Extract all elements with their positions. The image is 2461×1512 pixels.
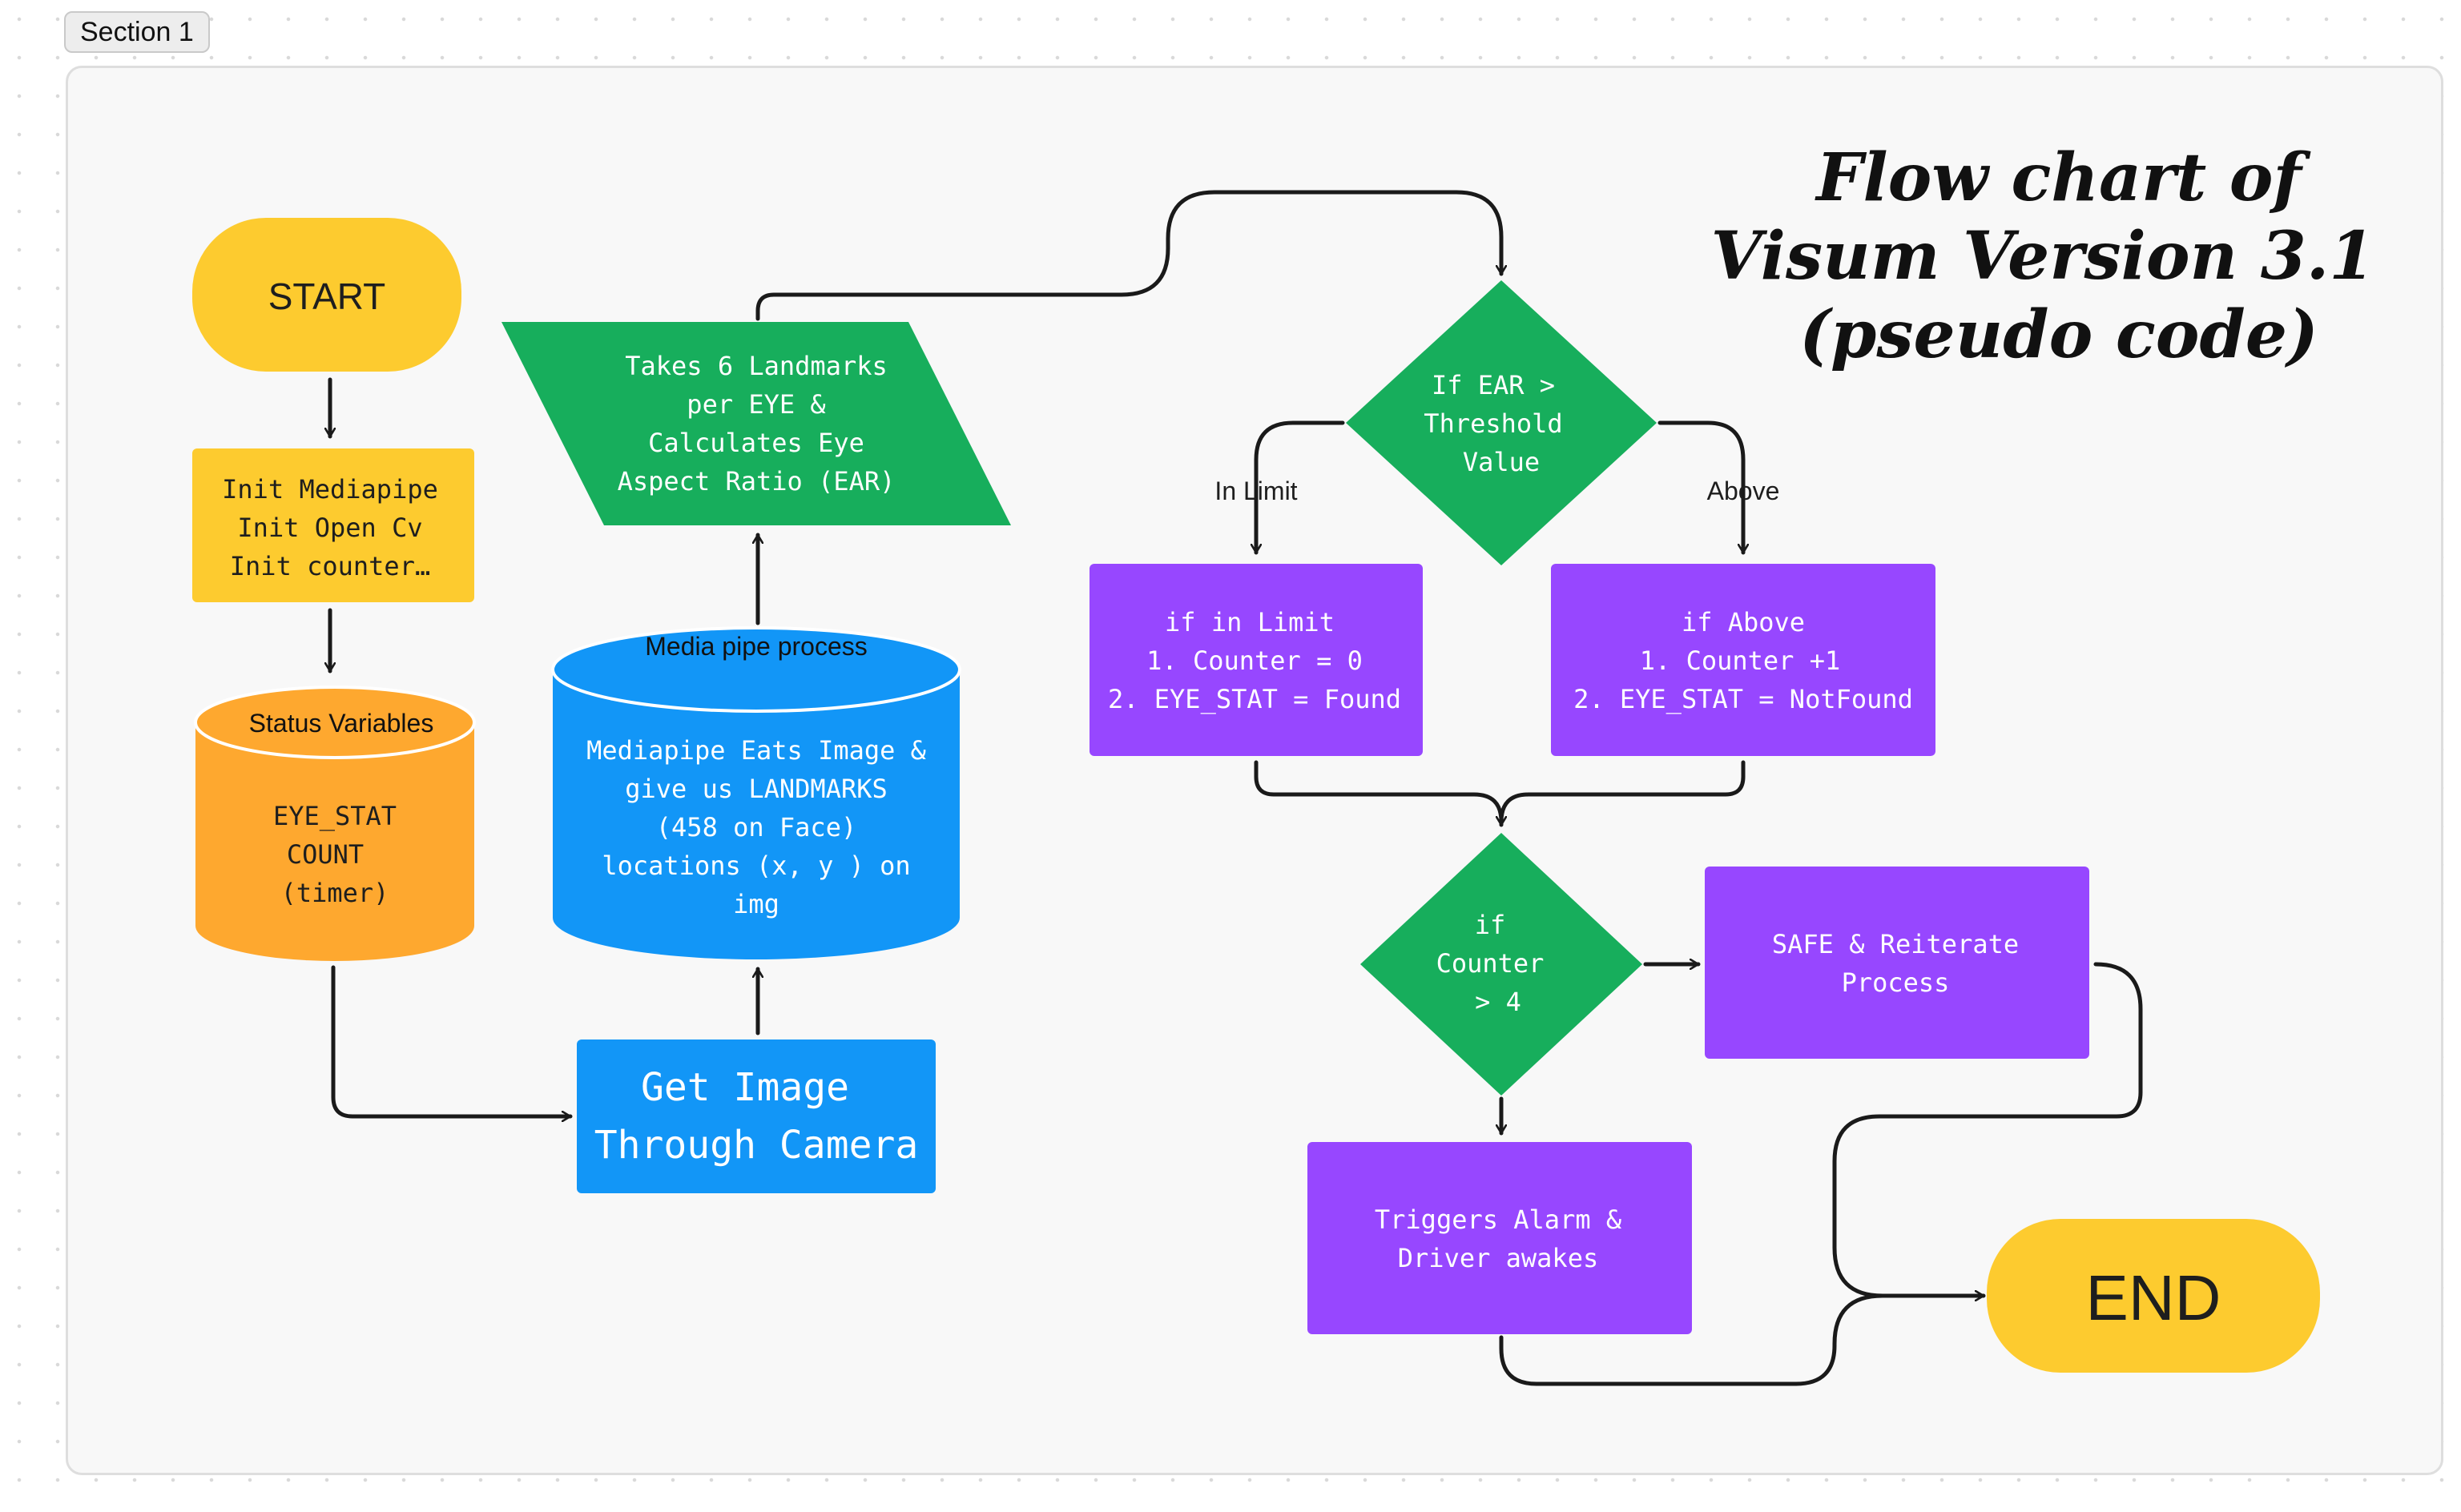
counter-line-2: Counter: [1436, 948, 1545, 979]
connector-above-to-counter: [1499, 760, 1746, 824]
alarm-line-2: Driver awakes: [1398, 1243, 1598, 1273]
landmarks-line-2: per EYE &: [687, 389, 826, 420]
connector-safe-to-end: [1832, 962, 2143, 1296]
init-line-1: Init Mediapipe: [222, 474, 438, 505]
start-node[interactable]: START: [192, 218, 461, 372]
landmarks-line-4: Aspect Ratio (EAR): [618, 466, 896, 497]
section-label[interactable]: Section 1: [64, 11, 210, 53]
above-line-2: 1. Counter +1: [1640, 645, 1840, 676]
status-line-3: (timer): [281, 878, 389, 908]
ear-line-2: Threshold: [1424, 408, 1562, 439]
edge-label-above: Above: [1707, 477, 1780, 505]
edge-label-in-limit: In Limit: [1214, 477, 1297, 505]
counter-decision[interactable]: if Counter > 4: [1360, 833, 1642, 1096]
counter-line-3: > 4: [1475, 987, 1521, 1017]
mediapipe-process-node[interactable]: Media pipe process Mediapipe Eats Image …: [551, 626, 961, 959]
landmarks-node[interactable]: Takes 6 Landmarks per EYE & Calculates E…: [501, 322, 1011, 525]
mediapipe-line-2: give us LANDMARKS: [625, 774, 888, 804]
counter-line-1: if: [1475, 910, 1506, 940]
status-variables-node[interactable]: Status Variables EYE_STAT COUNT (timer): [194, 686, 476, 961]
safe-reiterate-node[interactable]: SAFE & Reiterate Process: [1705, 867, 2089, 1059]
above-line-3: 2. EYE_STAT = NotFound: [1573, 684, 1913, 714]
in-limit-line-3: 2. EYE_STAT = Found: [1108, 684, 1401, 714]
status-line-2: COUNT: [287, 839, 364, 870]
in-limit-node[interactable]: if in Limit 1. Counter = 0 2. EYE_STAT =…: [1090, 564, 1423, 756]
mediapipe-line-5: img: [733, 889, 779, 919]
mediapipe-title: Media pipe process: [645, 632, 867, 661]
camera-line-1: Get Image: [641, 1065, 849, 1110]
above-line-1: if Above: [1682, 607, 1805, 637]
trigger-alarm-node[interactable]: Triggers Alarm & Driver awakes: [1307, 1142, 1692, 1334]
get-image-node[interactable]: Get Image Through Camera: [577, 1040, 936, 1193]
connector-ear-to-above: [1657, 420, 1743, 555]
camera-line-2: Through Camera: [594, 1123, 919, 1168]
safe-line-1: SAFE & Reiterate: [1772, 929, 2019, 959]
init-line-3: Init counter…: [230, 551, 430, 581]
status-title: Status Variables: [249, 709, 434, 738]
alarm-line-1: Triggers Alarm &: [1375, 1204, 1622, 1235]
landmarks-line-1: Takes 6 Landmarks: [625, 351, 888, 381]
landmarks-line-3: Calculates Eye: [648, 428, 864, 458]
connector-landmarks-to-ear-decision: [755, 190, 1501, 321]
connector-alarm-to-end: [1499, 1293, 1885, 1386]
diagram-title: Flow chart of Visum Version 3.1 (pseudo …: [1711, 139, 2375, 373]
mediapipe-line-3: (458 on Face): [656, 812, 856, 842]
title-line-3: (pseudo code): [1799, 296, 2318, 373]
connector-status-to-camera: [331, 965, 573, 1116]
start-label: START: [268, 275, 386, 317]
mediapipe-line-1: Mediapipe Eats Image &: [586, 735, 927, 766]
end-label: END: [2086, 1262, 2221, 1333]
ear-line-3: Value: [1463, 447, 1540, 477]
mediapipe-line-4: locations (x, y ) on: [602, 850, 910, 881]
connector-ear-to-in-limit: [1256, 420, 1345, 555]
title-line-1: Flow chart of: [1815, 139, 2310, 216]
init-node[interactable]: Init Mediapipe Init Open Cv Init counter…: [192, 448, 474, 602]
in-limit-line-1: if in Limit: [1165, 607, 1335, 637]
in-limit-line-2: 1. Counter = 0: [1146, 645, 1363, 676]
ear-threshold-decision[interactable]: If EAR > Threshold Value: [1346, 280, 1657, 565]
safe-line-2: Process: [1842, 967, 1950, 998]
end-node[interactable]: END: [1987, 1219, 2320, 1373]
connector-in-limit-to-counter: [1254, 760, 1501, 827]
init-line-2: Init Open Cv: [237, 513, 422, 543]
status-line-1: EYE_STAT: [273, 801, 397, 831]
ear-line-1: If EAR >: [1432, 370, 1555, 400]
above-node[interactable]: if Above 1. Counter +1 2. EYE_STAT = Not…: [1551, 564, 1935, 756]
title-line-2: Visum Version 3.1: [1711, 218, 2375, 295]
